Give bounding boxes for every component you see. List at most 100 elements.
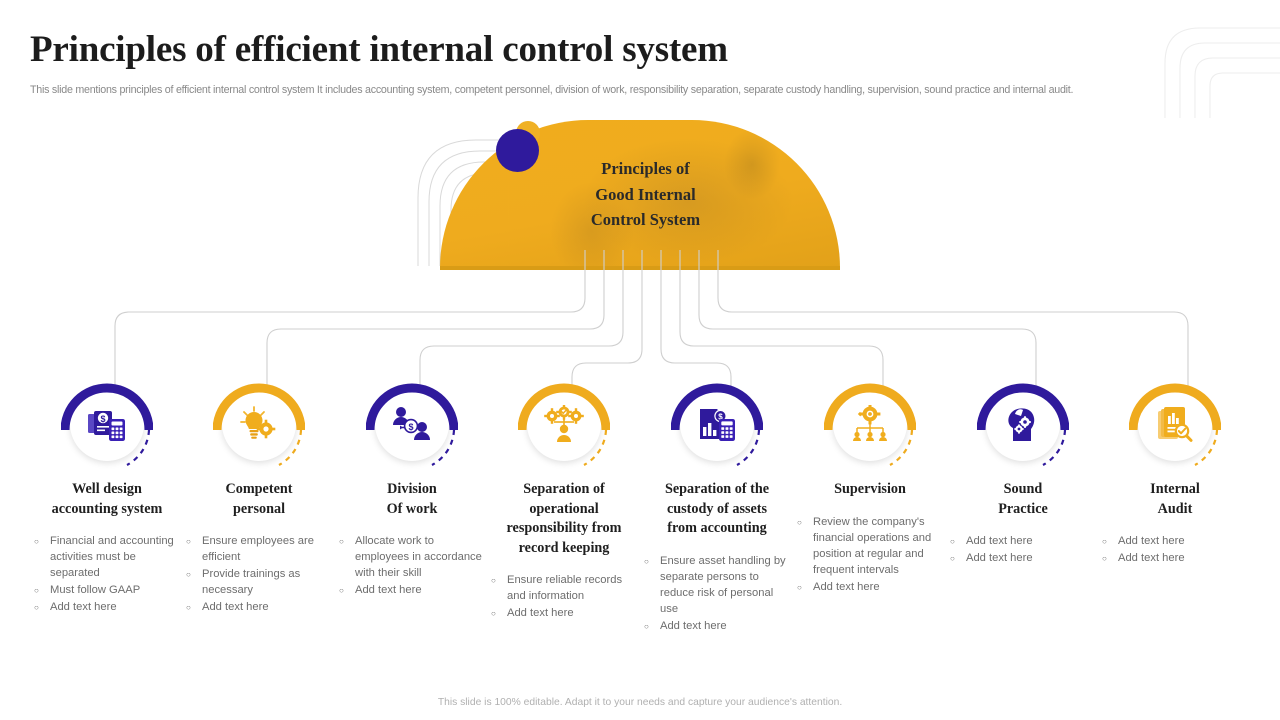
title-line: Practice: [998, 500, 1048, 517]
list-item: Ensure reliable records and information: [488, 572, 640, 604]
person-gears-icon: [527, 387, 601, 461]
list-item: Must follow GAAP: [31, 582, 183, 599]
principle-bullets-6: Review the company's financial operation…: [794, 514, 946, 596]
list-item: Add text here: [947, 533, 1099, 550]
list-item: Allocate work to employees in accordance…: [336, 533, 488, 581]
badge-arc-5: [671, 383, 763, 466]
title-line: record keeping: [518, 539, 610, 556]
title-line: Audit: [1157, 500, 1193, 517]
lightbulb-gear-icon: [222, 387, 296, 461]
hub-label: Principles of Good Internal Control Syst…: [538, 156, 753, 233]
page-subtitle: This slide mentions principles of effici…: [30, 84, 1074, 96]
title-line: responsibility from: [506, 520, 622, 536]
title-line: Supervision: [834, 481, 906, 497]
financial-report-calculator-icon: $: [680, 387, 754, 461]
principle-bullets-2: Ensure employees are efficient Provide t…: [183, 533, 335, 616]
badge-arc-2: [213, 383, 305, 466]
principle-title-7: Sound Practice: [947, 480, 1099, 519]
footer-note: This slide is 100% editable. Adapt it to…: [437, 697, 843, 708]
principle-item-4[interactable]: Separation of operational responsibility…: [488, 378, 640, 622]
title-line: custody of assets: [666, 500, 768, 517]
connector-lines: [114, 250, 1189, 392]
list-item: Financial and accounting activities must…: [31, 533, 183, 581]
hub-label-line-2: Good Internal: [595, 184, 696, 204]
badge-arc-8: [1129, 383, 1221, 466]
principle-title-8: Internal Audit: [1099, 480, 1251, 519]
title-line: Separation of the: [664, 481, 770, 497]
title-line: from accounting: [667, 520, 767, 536]
principle-bullets-7: Add text here Add text here: [947, 533, 1099, 567]
list-item: Add text here: [336, 582, 488, 599]
principle-item-6[interactable]: Supervision Review the company's financi…: [794, 378, 946, 596]
principle-item-7[interactable]: Sound Practice Add text here Add text he…: [947, 378, 1099, 567]
title-line: personal: [232, 500, 286, 517]
principle-item-5[interactable]: $: [641, 378, 793, 635]
badge-2: [213, 378, 305, 470]
title-line: Of work: [386, 500, 438, 517]
hub-label-line-3: Control System: [590, 210, 701, 229]
list-item: Add text here: [641, 618, 793, 635]
badge-8: [1129, 378, 1221, 470]
list-item: Add text here: [1099, 533, 1251, 550]
principle-item-8[interactable]: Internal Audit Add text here Add text he…: [1099, 378, 1251, 567]
list-item: Review the company's financial operation…: [794, 514, 946, 578]
list-item: Provide trainings as necessary: [183, 566, 335, 598]
title-line: Division: [387, 481, 437, 497]
principle-item-2[interactable]: Competent personal Ensure employees are …: [183, 378, 335, 616]
principle-bullets-4: Ensure reliable records and information …: [488, 572, 640, 622]
invoice-calculator-icon: $: [70, 387, 144, 461]
central-hub: Principles of Good Internal Control Syst…: [398, 112, 858, 272]
principle-title-3: Division Of work: [336, 480, 488, 519]
svg-text:$: $: [408, 422, 413, 432]
list-item: Ensure asset handling by separate person…: [641, 553, 793, 617]
principle-title-4: Separation of operational responsibility…: [488, 480, 640, 558]
title-line: Well design: [72, 481, 142, 497]
badge-5: $: [671, 378, 763, 470]
title-line: accounting system: [51, 500, 163, 517]
badge-arc-3: [366, 383, 458, 466]
principle-bullets-1: Financial and accounting activities must…: [31, 533, 183, 616]
badge-arc-6: [824, 383, 916, 466]
head-gears-icon: [986, 387, 1060, 461]
principles-row: $: [0, 378, 1280, 678]
principle-title-1: Well design accounting system: [31, 480, 183, 519]
svg-text:$: $: [718, 413, 723, 422]
list-item: Add text here: [183, 599, 335, 616]
list-item: Add text here: [488, 605, 640, 622]
list-item: Add text here: [1099, 550, 1251, 567]
people-money-transfer-icon: $: [375, 387, 449, 461]
title-line: operational: [529, 500, 599, 517]
badge-3: $: [366, 378, 458, 470]
badge-6: [824, 378, 916, 470]
gear-hierarchy-icon: [833, 387, 907, 461]
badge-arc-1: [61, 383, 153, 466]
hub-accent-navy-dot: [496, 129, 539, 172]
badge-7: [977, 378, 1069, 470]
principle-bullets-8: Add text here Add text here: [1099, 533, 1251, 567]
principle-item-1[interactable]: $: [31, 378, 183, 616]
badge-1: $: [61, 378, 153, 470]
principle-title-5: Separation of the custody of assets from…: [641, 480, 793, 539]
badge-4: [518, 378, 610, 470]
svg-text:$: $: [100, 414, 105, 424]
principle-bullets-5: Ensure asset handling by separate person…: [641, 553, 793, 635]
title-line: Separation of: [523, 481, 605, 497]
title-line: Internal: [1150, 481, 1200, 497]
hub-label-line-1: Principles of: [601, 159, 690, 178]
principle-bullets-3: Allocate work to employees in accordance…: [336, 533, 488, 599]
badge-arc-7: [977, 383, 1069, 466]
hub-dome-base: [440, 266, 840, 270]
principle-item-3[interactable]: $ Division Of work Allocate work to empl…: [336, 378, 488, 599]
page-title: Principles of efficient internal control…: [30, 29, 728, 70]
list-item: Ensure employees are efficient: [183, 533, 335, 565]
corner-arcs-decoration: [1164, 27, 1280, 118]
list-item: Add text here: [794, 579, 946, 596]
badge-arc-4: [518, 383, 610, 466]
principle-title-2: Competent personal: [183, 480, 335, 519]
title-line: Sound: [1003, 481, 1043, 497]
title-line: Competent: [225, 481, 293, 497]
audit-report-magnifier-icon: [1138, 387, 1212, 461]
list-item: Add text here: [947, 550, 1099, 567]
principle-title-6: Supervision: [794, 480, 946, 500]
